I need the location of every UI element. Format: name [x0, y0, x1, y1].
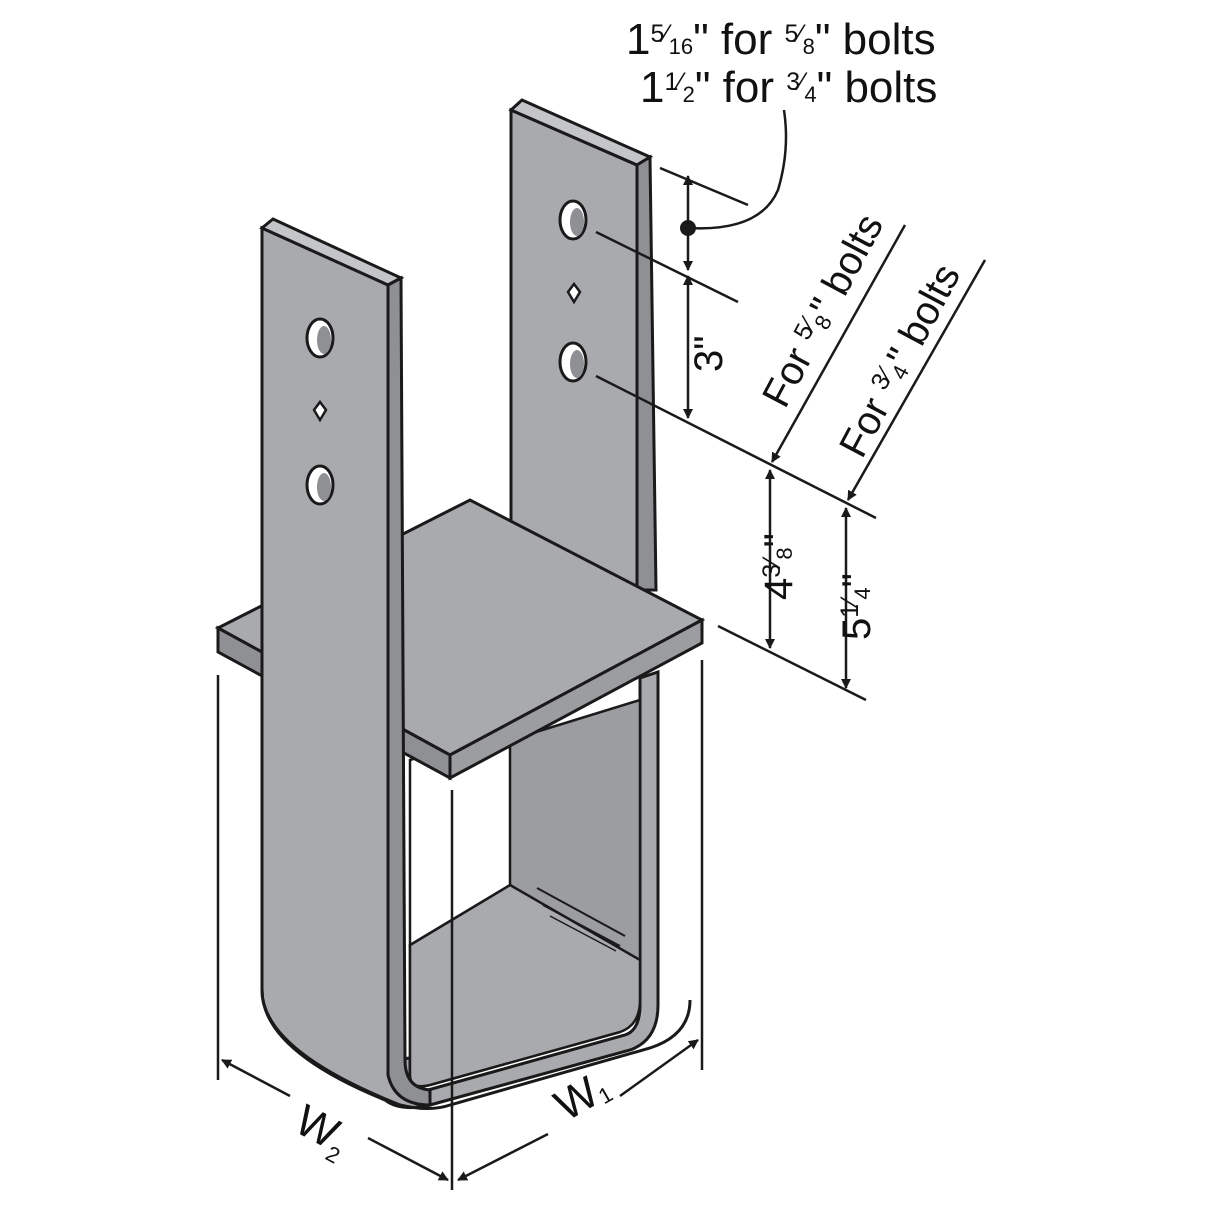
bend-line-3	[549, 915, 617, 952]
callout-dot	[680, 220, 696, 236]
ext-line-top	[659, 166, 749, 207]
back-nail-hole	[566, 281, 582, 305]
dimension-lines	[216, 109, 987, 1190]
front-bolt-hole-bottom-inner	[317, 473, 331, 501]
ext-line-hole-bottom	[595, 374, 877, 520]
dim-w2-b	[367, 1136, 449, 1182]
back-bolt-hole-top-inner	[570, 208, 584, 236]
label-4-3-8: 43⁄8"	[757, 533, 801, 600]
label-w2: W2	[285, 1096, 358, 1169]
callout-line-2: 11⁄2" for 3⁄4" bolts	[640, 63, 937, 112]
dim-w1	[457, 1132, 549, 1182]
front-strap-bottom-curve	[260, 989, 692, 1110]
dim-w2	[221, 1058, 291, 1098]
base-plate-side-edge	[448, 617, 704, 781]
front-strap-side-edge	[386, 275, 432, 1107]
bend-line-1	[536, 887, 626, 937]
bend-line-2	[542, 904, 621, 947]
label-5-1-4: 51⁄4"	[835, 573, 879, 640]
back-strap-side-edge	[635, 154, 658, 592]
ext-line-hole-top	[595, 230, 739, 304]
callout-line-1: 15⁄16" for 5⁄8" bolts	[626, 15, 936, 64]
leader-5-8	[770, 224, 907, 463]
u-strap-loop	[393, 669, 660, 1109]
leader-3-4	[846, 259, 987, 501]
dim-w1-b	[619, 1038, 699, 1098]
front-strap	[259, 217, 692, 1110]
callout-leader	[687, 109, 788, 230]
front-nail-hole	[312, 399, 328, 423]
back-bolt-hole-bottom-inner	[570, 350, 584, 378]
label-w1: W1	[547, 1061, 618, 1130]
front-bolt-hole-top-inner	[317, 326, 331, 354]
label-hole-spacing: 3"	[687, 336, 731, 372]
back-strap	[508, 98, 658, 593]
